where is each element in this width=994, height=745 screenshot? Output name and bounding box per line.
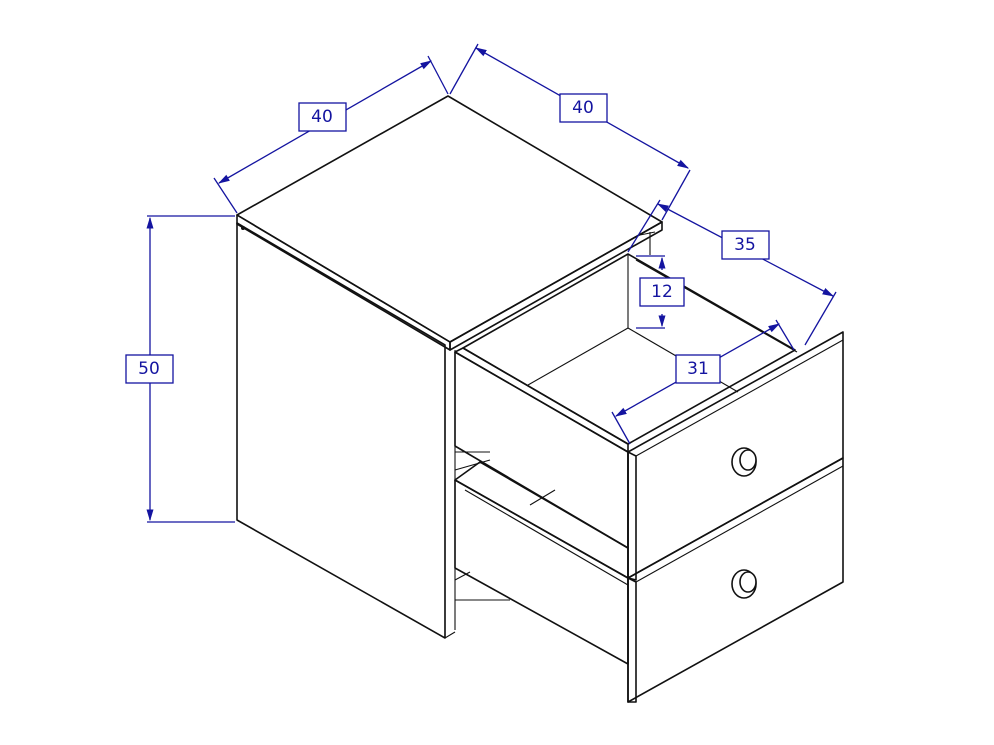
dimension-drawer-depth: 35 — [627, 199, 837, 346]
upper-drawer-knob[interactable] — [731, 447, 757, 477]
dimension-drawer-height: 12 — [636, 255, 685, 329]
upper-drawer-left-wall — [454, 351, 629, 549]
dimension-label-drawer-depth: 35 — [734, 235, 756, 255]
dimension-top-depth: 40 — [213, 55, 449, 214]
dimension-height: 50 — [125, 215, 235, 523]
lower-drawer — [454, 457, 844, 703]
cabinet-body — [236, 95, 663, 639]
upper-drawer-back-wall — [462, 253, 796, 445]
dimension-label-drawer-width: 31 — [687, 359, 709, 379]
lower-drawer-left-wall — [454, 479, 629, 665]
dimension-label-top-width: 40 — [572, 98, 594, 118]
dimension-label-drawer-height: 12 — [651, 282, 673, 302]
lower-drawer-knob[interactable] — [731, 569, 757, 599]
cabinet-top-front-edge — [449, 221, 663, 351]
dimension-drawer-width: 31 — [611, 319, 795, 445]
dimension-top-width: 40 — [449, 43, 691, 221]
dimension-label-height: 50 — [138, 359, 160, 379]
cabinet-top — [236, 95, 663, 343]
dimension-label-top-depth: 40 — [311, 107, 333, 127]
